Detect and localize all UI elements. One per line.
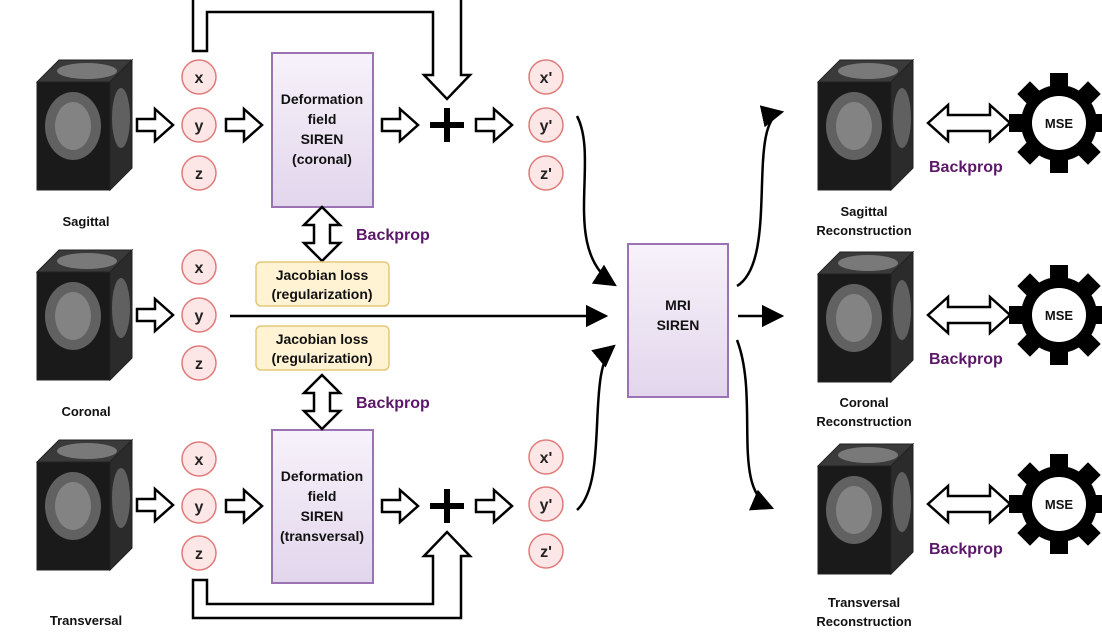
coord-y: y	[195, 308, 204, 325]
coronal-reconstruction-icon	[817, 251, 914, 383]
coord-y: y	[195, 499, 204, 516]
deformation-bottom-line1: Deformation	[281, 468, 363, 484]
deformation-bottom-line4: (transversal)	[280, 528, 364, 544]
plus-icon	[430, 489, 464, 523]
coronal-label: Coronal	[61, 404, 110, 419]
deformation-top-line2: field	[308, 111, 337, 127]
coord-z-prime: z'	[540, 544, 552, 561]
mri-to-sagittal-arrow	[736, 105, 785, 288]
deformation-top-line4: (coronal)	[292, 151, 352, 167]
primed-coords-top: x' y' z'	[528, 59, 564, 191]
jacobian-bottom-line1: Jacobian loss	[276, 331, 369, 347]
sagittal-volume-icon	[36, 59, 133, 191]
backprop-label-top: Backprop	[356, 227, 430, 244]
coords-bottom: x y z	[181, 441, 217, 571]
sagittal-reconstruction-line1: Sagittal	[841, 204, 888, 219]
backprop-label-transversal: Backprop	[929, 541, 1003, 558]
coord-z: z	[195, 546, 203, 563]
coord-y: y	[195, 118, 204, 135]
plus-icon	[430, 108, 464, 142]
hollow-arrow-icon	[135, 297, 175, 333]
coord-y-prime: y'	[540, 118, 553, 135]
coord-x: x	[195, 260, 204, 277]
mse-label-coronal: MSE	[1045, 308, 1074, 323]
deformation-bottom-line3: SIREN	[301, 508, 344, 524]
jacobian-loss-top: Jacobian loss (regularization)	[255, 261, 390, 307]
coord-z-prime: z'	[540, 166, 552, 183]
hollow-arrow-icon	[224, 488, 264, 524]
jacobian-loss-bottom: Jacobian loss (regularization)	[255, 325, 390, 371]
mri-to-transversal-arrow	[735, 339, 775, 511]
bottom-to-mri-arrow	[576, 344, 616, 511]
coord-x-prime: x'	[540, 70, 553, 87]
sagittal-label: Sagittal	[63, 214, 110, 229]
hollow-arrow-icon	[380, 488, 420, 524]
deformation-top-line3: SIREN	[301, 131, 344, 147]
hollow-arrow-icon	[135, 487, 175, 523]
hollow-arrow-icon	[380, 107, 420, 143]
backprop-label-coronal: Backprop	[929, 351, 1003, 368]
primed-coords-bottom: x' y' z'	[528, 439, 564, 569]
hollow-arrow-icon	[474, 107, 514, 143]
coronal-volume-icon	[36, 249, 133, 381]
jacobian-top-line1: Jacobian loss	[276, 267, 369, 283]
transversal-volume-icon	[36, 439, 133, 571]
mri-siren: MRI SIREN	[627, 243, 729, 398]
deformation-siren-transversal: Deformation field SIREN (transversal)	[271, 429, 374, 584]
coord-z: z	[195, 356, 203, 373]
skip-connection-bottom	[191, 530, 473, 620]
top-to-mri-arrow	[575, 115, 617, 287]
coords-middle: x y z	[181, 249, 217, 381]
deformation-top-line1: Deformation	[281, 91, 363, 107]
coords-top: x y z	[181, 59, 217, 191]
transversal-label: Transversal	[50, 613, 122, 628]
sagittal-reconstruction-line2: Reconstruction	[816, 223, 911, 238]
skip-connection-top	[191, 0, 473, 101]
jacobian-bottom-line2: (regularization)	[271, 350, 372, 366]
deformation-siren-coronal: Deformation field SIREN (coronal)	[271, 52, 374, 208]
sagittal-reconstruction-icon	[817, 59, 914, 191]
jacobian-top-line2: (regularization)	[271, 286, 372, 302]
coronal-reconstruction-line1: Coronal	[839, 395, 888, 410]
hollow-arrow-icon	[224, 107, 264, 143]
transversal-reconstruction-icon	[817, 443, 914, 575]
coord-y-prime: y'	[540, 497, 553, 514]
coronal-reconstruction-line2: Reconstruction	[816, 414, 911, 429]
double-arrow-icon	[302, 373, 342, 431]
transversal-reconstruction-line1: Transversal	[828, 595, 900, 610]
transversal-reconstruction-line2: Reconstruction	[816, 614, 911, 629]
backprop-label-bottom: Backprop	[356, 395, 430, 412]
mse-label-sagittal: MSE	[1045, 116, 1074, 131]
hollow-arrow-icon	[474, 488, 514, 524]
coord-z: z	[195, 166, 203, 183]
coord-x: x	[195, 70, 204, 87]
mse-label-transversal: MSE	[1045, 497, 1074, 512]
mri-siren-line2: SIREN	[657, 317, 700, 333]
mri-siren-line1: MRI	[665, 297, 691, 313]
coord-x-prime: x'	[540, 450, 553, 467]
hollow-arrow-icon	[135, 107, 175, 143]
double-arrow-icon	[302, 205, 342, 263]
coord-x: x	[195, 452, 204, 469]
double-arrow-icon	[926, 103, 1012, 143]
double-arrow-icon	[926, 295, 1012, 335]
deformation-bottom-line2: field	[308, 488, 337, 504]
backprop-label-sagittal: Backprop	[929, 159, 1003, 176]
double-arrow-icon	[926, 484, 1012, 524]
